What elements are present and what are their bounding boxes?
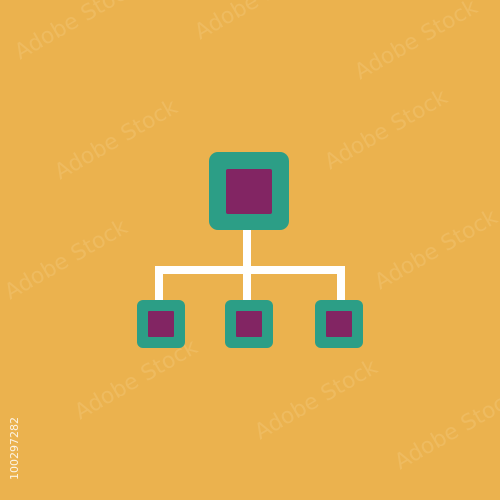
- stock-id: 100297282: [8, 417, 21, 480]
- root-node: [209, 152, 289, 230]
- connector-right: [337, 266, 345, 302]
- child-node-center: [225, 300, 273, 348]
- child-node-right: [315, 300, 363, 348]
- connector-lines: [155, 228, 345, 302]
- connector-trunk: [243, 228, 251, 273]
- connector-center: [243, 266, 251, 302]
- connector-left: [155, 266, 163, 302]
- child-node-left: [137, 300, 185, 348]
